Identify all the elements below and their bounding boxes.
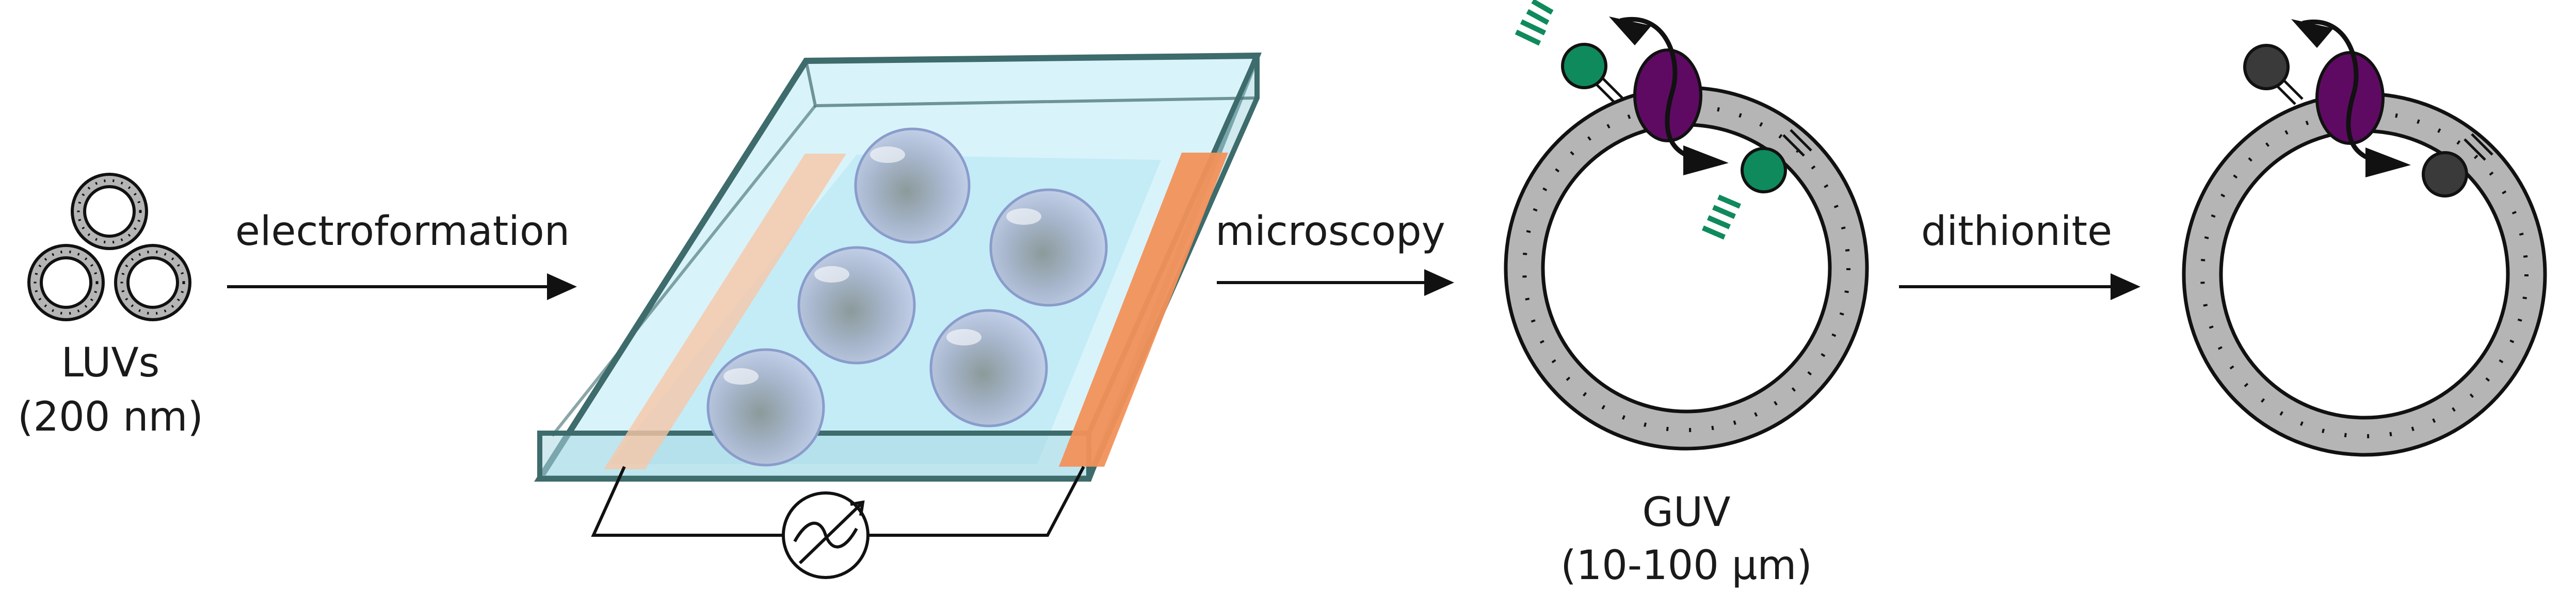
step-dithionite-label: dithionite (1921, 208, 2113, 255)
luv-right (114, 244, 191, 321)
arrow-dithionite (1899, 273, 2140, 300)
luv-top (71, 173, 148, 250)
fluorescent-lipid-inner (1702, 129, 1812, 240)
step-microscopy-label: microscopy (1215, 208, 1445, 255)
step-electroformation-label: electroformation (235, 208, 570, 255)
electrode-left (604, 154, 846, 469)
luv-label: LUVs (61, 340, 160, 386)
guv-microscopy (1504, 0, 1869, 451)
quenched-lipid-outer (2243, 44, 2304, 105)
flip-arrowhead-top (1609, 17, 1651, 45)
quenched-lipid-inner (2422, 133, 2493, 197)
arrow-electroformation (227, 273, 577, 300)
flip-arrowhead-bottom (1683, 145, 1729, 175)
electrode-right (1059, 153, 1228, 467)
luv-cluster (27, 173, 191, 321)
electroformation-chamber (534, 52, 1262, 579)
luv-size-label: (200 nm) (18, 394, 203, 440)
chamber-vesicles (706, 127, 1108, 467)
luv-left (27, 244, 105, 321)
arrow-microscopy (1217, 269, 1454, 296)
guv-dithionite (2182, 19, 2547, 457)
guv-label: GUV (1642, 489, 1731, 536)
fluorescent-lipid-outer (1515, 0, 1623, 104)
scramblase-protein-icon (1633, 48, 1702, 142)
guv-size-label: (10-100 μm) (1560, 542, 1812, 589)
ac-circuit (591, 466, 1085, 579)
